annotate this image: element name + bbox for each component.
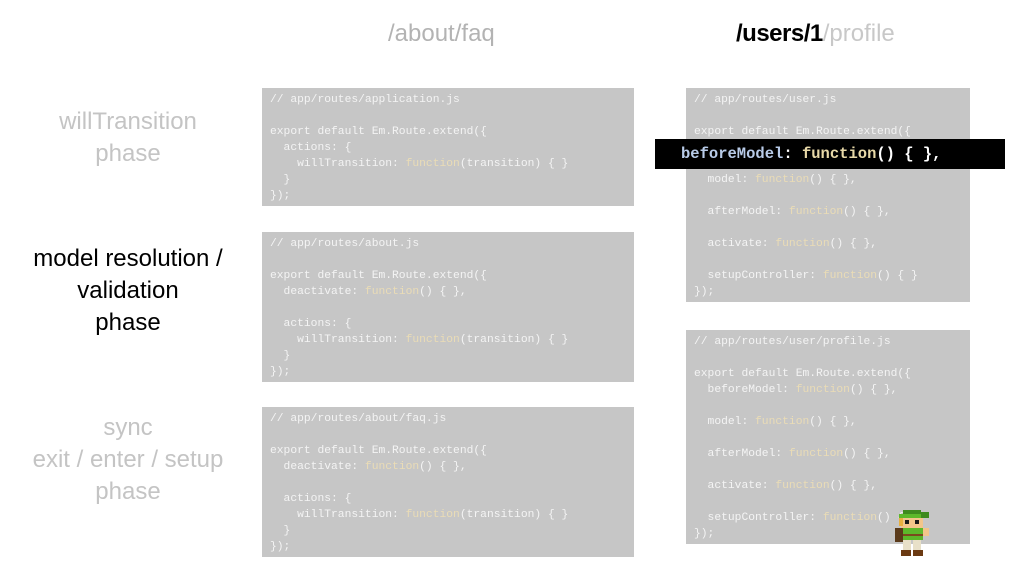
code-line: }); [694,528,715,540]
code-line [270,300,634,316]
code-line: beforeModel: function() { }, [694,384,898,396]
phase-line: phase [95,478,161,505]
code-block-about: // app/routes/about.js export default Em… [262,232,634,382]
code-block-user: // app/routes/user.js export default Em.… [686,88,970,302]
code-line [694,188,970,204]
code-line [694,108,970,124]
code-line [694,494,970,510]
phase-line: validation [77,277,179,304]
code-block-about-faq: // app/routes/about/faq.js export defaul… [262,407,634,557]
code-line: export default Em.Route.extend({ [694,368,911,380]
code-line: model: function() { }, [694,174,857,186]
code-line: } [270,174,291,186]
code-line: }); [694,286,715,298]
code-line: // app/routes/application.js [270,94,460,106]
code-line: } [270,525,291,537]
code-line [694,350,970,366]
code-line: willTransition: function(transition) { } [270,509,569,521]
highlight-function-keyword: function [801,145,877,163]
code-line: activate: function() { }, [694,480,878,492]
code-line [270,427,634,443]
phase-line: model resolution / [33,245,223,272]
code-line [694,398,970,414]
code-line: }); [270,541,291,553]
route-header-users-profile: /users/1/profile [736,20,895,48]
code-line: deactivate: function() { }, [270,461,467,473]
code-line [270,475,634,491]
code-block-application: // app/routes/application.js export defa… [262,88,634,206]
highlighted-hook-before-model: beforeModel: function() { }, [655,139,1005,169]
code-line: export default Em.Route.extend({ [270,445,487,457]
code-line: }); [270,366,291,378]
link-character-sprite-icon [895,510,929,556]
route-header-about-faq: /about/faq [388,20,495,47]
phase-line: phase [95,140,161,167]
code-line: afterModel: function() { }, [694,448,891,460]
code-line: // app/routes/about/faq.js [270,413,447,425]
code-line: model: function() { }, [694,416,857,428]
code-block-user-profile: // app/routes/user/profile.js export def… [686,330,970,544]
route-header-active-part: /users/1 [736,20,823,47]
code-line: } [270,350,291,362]
code-line: }); [270,190,291,202]
highlight-rest: () { }, [876,145,942,163]
code-line [694,462,970,478]
phase-line: willTransition [59,108,197,135]
phase-label-sync: sync exit / enter / setup phase [0,412,256,508]
code-line: // app/routes/user/profile.js [694,336,891,348]
route-header-pending-part: /profile [822,20,895,47]
phase-line: exit / enter / setup [32,446,224,473]
code-line: actions: { [270,493,352,505]
code-line: setupController: function() { } [694,270,918,282]
code-line: actions: { [270,142,352,154]
code-line: activate: function() { }, [694,238,878,250]
phase-label-will-transition: willTransition phase [0,106,256,170]
highlight-key: beforeModel [681,145,784,163]
code-line: willTransition: function(transition) { } [270,334,569,346]
highlight-colon: : [783,145,793,163]
code-line [270,252,634,268]
code-line [694,430,970,446]
code-line: export default Em.Route.extend({ [694,126,911,138]
code-line: export default Em.Route.extend({ [270,126,487,138]
code-line: willTransition: function(transition) { } [270,158,569,170]
phase-line: phase [95,309,161,336]
code-line [270,108,634,124]
code-line: // app/routes/about.js [270,238,420,250]
code-line: // app/routes/user.js [694,94,837,106]
code-line [694,220,970,236]
code-line: deactivate: function() { }, [270,286,467,298]
phase-line: sync [103,414,153,441]
code-line: export default Em.Route.extend({ [270,270,487,282]
phase-label-model-resolution: model resolution / validation phase [0,243,256,339]
code-line: afterModel: function() { }, [694,206,891,218]
code-line [694,252,970,268]
code-line: actions: { [270,318,352,330]
